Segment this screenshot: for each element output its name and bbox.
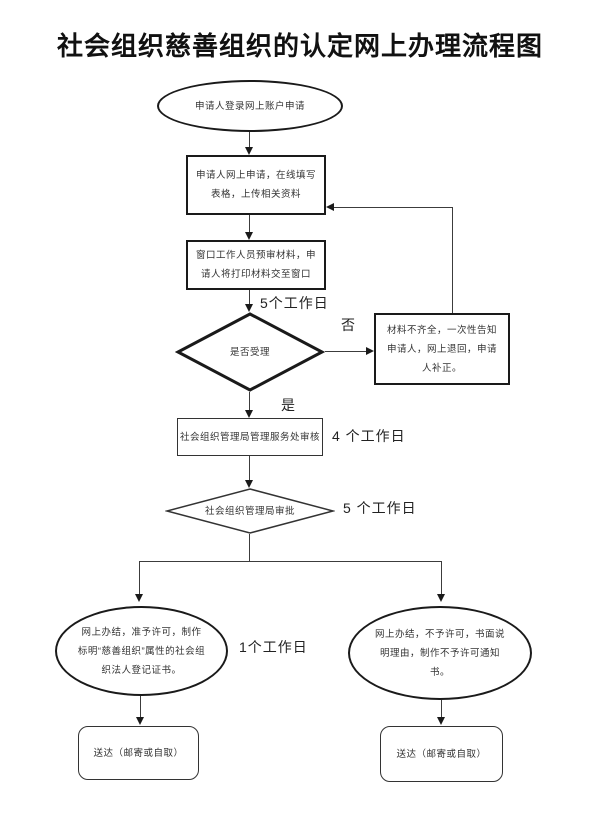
connector-window-accept bbox=[249, 290, 250, 305]
node-deliver-right: 送达（邮寄或自取） bbox=[380, 726, 503, 782]
node-denied-ellipse: 网上办结，不予许可，书面说明理由，制作不予许可通知书。 bbox=[348, 606, 532, 700]
label-1-working-day: 1个工作日 bbox=[239, 639, 308, 655]
node-window-check-label: 窗口工作人员预审材料，申请人将打印材料交至窗口 bbox=[195, 250, 316, 280]
node-incomplete-materials: 材料不齐全，一次性告知申请人，网上退回，申请人补正。 bbox=[374, 313, 510, 385]
node-start-label: 申请人登录网上账户申请 bbox=[194, 100, 305, 112]
node-bureau-review: 社会组织管理局管理服务处审核 bbox=[177, 418, 323, 456]
arrowhead-down-icon bbox=[245, 147, 253, 155]
node-denied-label: 网上办结，不予许可，书面说明理由，制作不予许可通知书。 bbox=[374, 628, 505, 678]
node-accept-decision-label: 是否受理 bbox=[229, 346, 270, 358]
connector-start-apply bbox=[249, 132, 250, 148]
arrowhead-down-icon bbox=[437, 594, 445, 602]
page-title: 社会组织慈善组织的认定网上办理流程图 bbox=[56, 31, 543, 61]
node-approve-decision: 社会组织管理局审批 bbox=[165, 488, 335, 534]
node-bureau-review-label: 社会组织管理局管理服务处审核 bbox=[179, 431, 320, 443]
label-4-working-days: 4 个工作日 bbox=[332, 428, 406, 444]
node-approve-decision-label: 社会组织管理局审批 bbox=[204, 505, 295, 517]
node-approved-ellipse: 网上办结，准予许可，制作标明“慈善组织”属性的社会组织法人登记证书。 bbox=[55, 606, 228, 696]
diamond-shape bbox=[165, 488, 335, 534]
arrowhead-down-icon bbox=[245, 410, 253, 418]
arrowhead-right-icon bbox=[366, 347, 374, 355]
connector-feedback-vertical bbox=[452, 207, 453, 313]
arrowhead-down-icon bbox=[245, 304, 253, 312]
node-online-apply: 申请人网上申请，在线填写表格，上传相关资料 bbox=[186, 155, 326, 215]
node-incomplete-materials-label: 材料不齐全，一次性告知申请人，网上退回，申请人补正。 bbox=[386, 324, 497, 374]
connector-split-horizontal bbox=[139, 561, 442, 562]
node-start-ellipse: 申请人登录网上账户申请 bbox=[157, 80, 343, 132]
label-no: 否 bbox=[341, 317, 356, 333]
label-yes: 是 bbox=[281, 397, 296, 413]
node-deliver-left-label: 送达（邮寄或自取） bbox=[93, 747, 184, 759]
node-deliver-right-label: 送达（邮寄或自取） bbox=[396, 748, 487, 760]
connector-accept-incomplete bbox=[325, 351, 367, 352]
connector-apply-window bbox=[249, 215, 250, 233]
connector-approved-deliver bbox=[140, 696, 141, 718]
connector-denied-deliver bbox=[441, 700, 442, 718]
node-deliver-left: 送达（邮寄或自取） bbox=[78, 726, 199, 780]
connector-split-right bbox=[441, 561, 442, 595]
arrowhead-down-icon bbox=[245, 480, 253, 488]
arrowhead-down-icon bbox=[135, 594, 143, 602]
arrowhead-down-icon bbox=[437, 717, 445, 725]
connector-approve-split bbox=[249, 534, 250, 561]
label-5-working-days-approve: 5 个工作日 bbox=[343, 500, 417, 516]
connector-accept-review bbox=[249, 392, 250, 412]
diamond-shape bbox=[175, 312, 325, 392]
arrowhead-down-icon bbox=[136, 717, 144, 725]
connector-split-left bbox=[139, 561, 140, 595]
arrowhead-down-icon bbox=[245, 232, 253, 240]
arrowhead-left-icon bbox=[326, 203, 334, 211]
node-online-apply-label: 申请人网上申请，在线填写表格，上传相关资料 bbox=[195, 170, 316, 200]
node-window-check: 窗口工作人员预审材料，申请人将打印材料交至窗口 bbox=[186, 240, 326, 290]
label-5-working-days-accept: 5个工作日 bbox=[260, 295, 329, 311]
node-accept-decision: 是否受理 bbox=[175, 312, 325, 392]
connector-feedback-horizontal bbox=[333, 207, 453, 208]
connector-review-approve bbox=[249, 456, 250, 481]
node-approved-label: 网上办结，准予许可，制作标明“慈善组织”属性的社会组织法人登记证书。 bbox=[77, 626, 206, 676]
